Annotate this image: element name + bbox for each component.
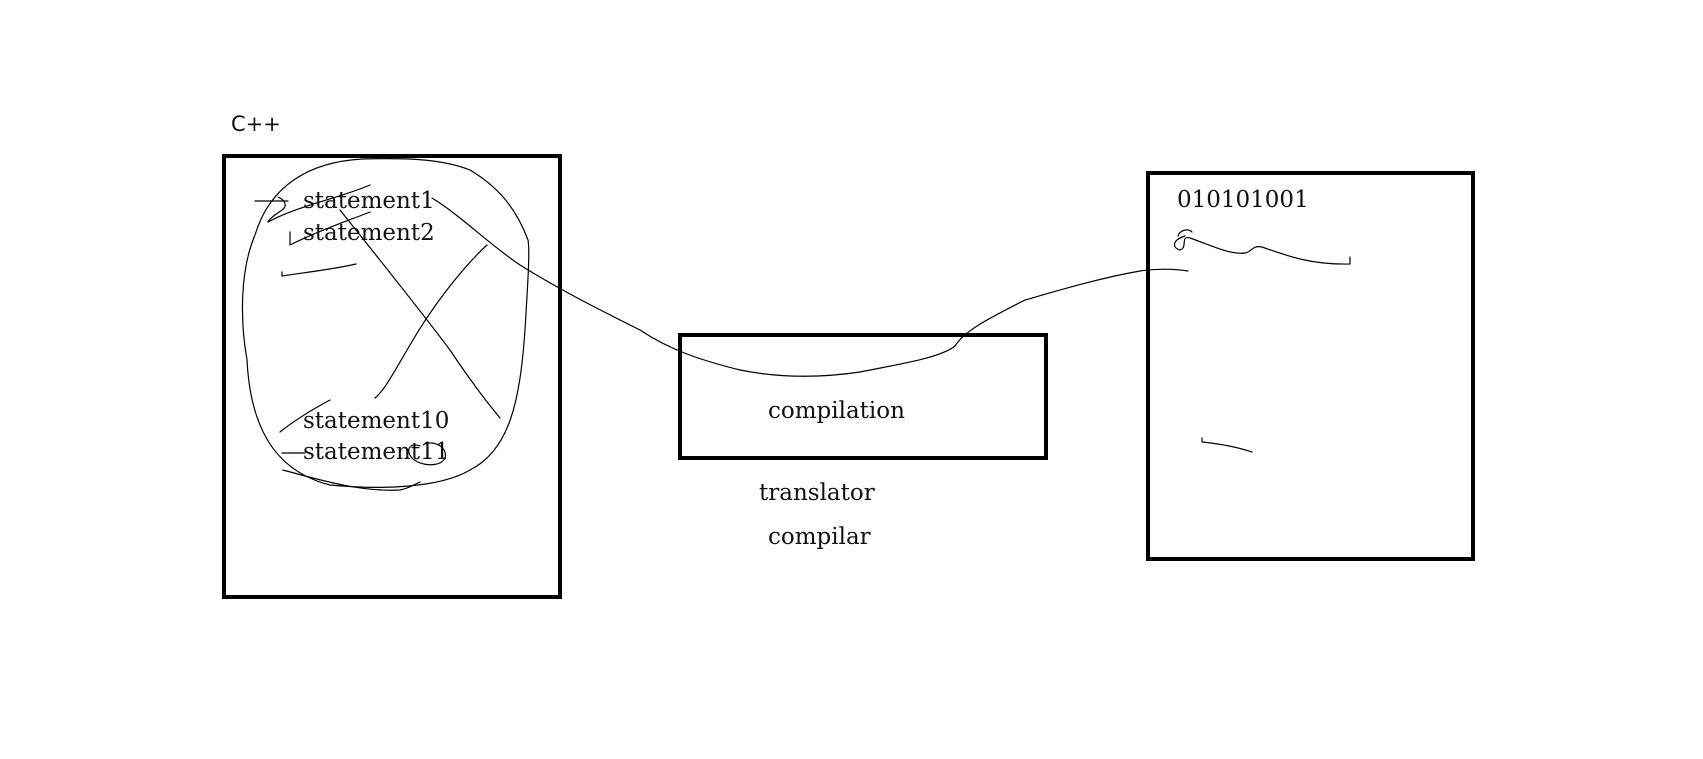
marker-stroke-8: [408, 442, 447, 466]
statement-10: statement10: [303, 408, 450, 434]
marker-stroke-1: [254, 196, 289, 223]
connector-stroke: [431, 197, 1189, 377]
translator-caption: translator: [759, 480, 875, 506]
binary-label: 010101001: [1177, 187, 1309, 213]
cross-stroke-2: [374, 244, 488, 399]
circle-stroke: [241, 158, 530, 488]
binary-output-box: [1146, 171, 1475, 561]
compilation-label: compilation: [768, 398, 905, 424]
binary-scribble-2: [1201, 437, 1253, 453]
statement-2: statement2: [303, 220, 435, 246]
marker-stroke-5: [279, 399, 331, 433]
cross-stroke-1: [339, 209, 501, 419]
marker-stroke-4: [281, 263, 357, 277]
source-language-label: C++: [231, 112, 281, 136]
compiler-caption: compilar: [768, 524, 871, 550]
source-code-box: [222, 154, 562, 599]
statement-1: statement1: [303, 188, 435, 214]
marker-stroke-2: [267, 184, 371, 223]
compilation-box: [678, 333, 1048, 460]
binary-scribble-3: [1177, 229, 1193, 237]
marker-stroke-3: [289, 211, 371, 246]
statement-11: statement11: [303, 439, 450, 465]
binary-scribble-1: [1174, 235, 1351, 265]
marker-stroke-7: [282, 469, 421, 491]
